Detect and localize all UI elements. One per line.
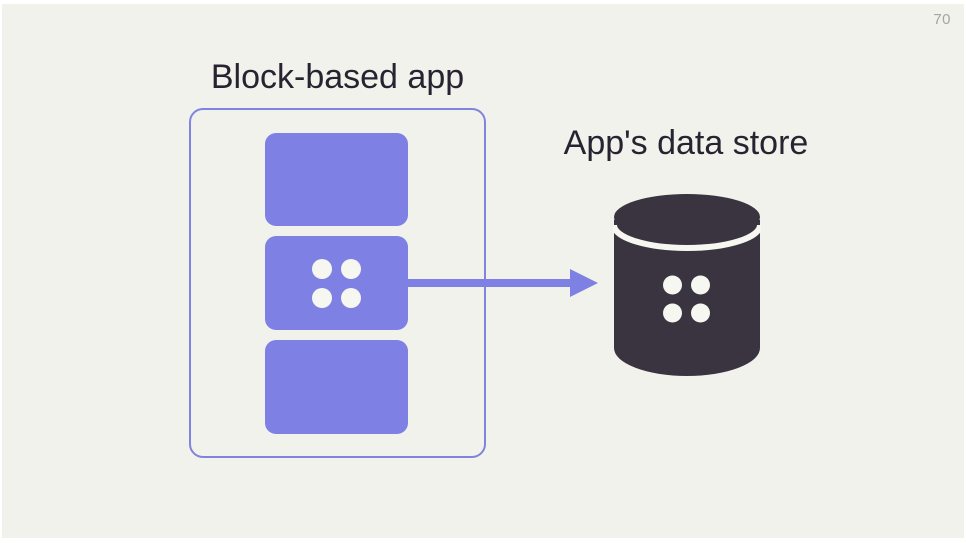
database-four-dots-icon: [663, 275, 710, 323]
dot: [691, 303, 710, 323]
dot: [312, 288, 332, 308]
page-number: 70: [933, 11, 951, 28]
dot: [312, 259, 332, 279]
arrow-shaft: [408, 279, 574, 287]
dot: [341, 288, 361, 308]
dot: [341, 259, 361, 279]
dot: [663, 303, 682, 323]
arrow-head: [570, 269, 598, 297]
data-store-title: App's data store: [563, 124, 809, 162]
four-dots-icon: [312, 259, 361, 308]
database-lid: [614, 194, 760, 240]
dot: [663, 275, 682, 295]
arrow-right-icon: [408, 269, 598, 297]
database-cylinder-icon: [613, 194, 761, 376]
block-app-title: Block-based app: [210, 58, 465, 96]
database-bottom: [614, 320, 760, 376]
database-lid-separator: [613, 224, 761, 251]
app-block-2: [265, 236, 408, 330]
app-block-1: [265, 133, 408, 226]
app-block-3: [265, 340, 408, 434]
dot: [691, 275, 710, 295]
